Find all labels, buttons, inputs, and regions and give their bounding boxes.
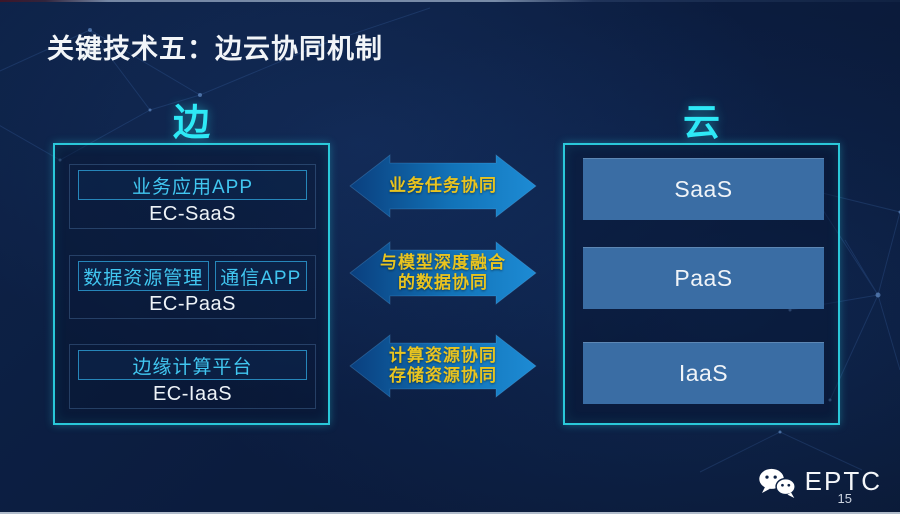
arrow-label: 计算资源协同 xyxy=(389,346,497,365)
cloud-layer-saas: SaaS xyxy=(583,158,824,220)
page-number: 15 xyxy=(837,491,852,506)
edge-group-iaas: 边缘计算平台 EC-IaaS xyxy=(69,344,316,409)
slide-title: 关键技术五：边云协同机制 xyxy=(47,34,383,64)
arrow-label: 的数据协同 xyxy=(398,273,488,292)
edge-layer-label: EC-IaaS xyxy=(152,382,233,405)
edge-app-box: 通信APP xyxy=(214,261,307,291)
double-arrow-icon xyxy=(349,154,537,218)
top-edge-divider xyxy=(0,0,900,2)
arrow-business-task: 业务任务协同 xyxy=(348,152,538,220)
cloud-panel: SaaS PaaS IaaS xyxy=(563,143,840,425)
edge-column-header: 边 xyxy=(173,102,210,143)
double-arrow-icon xyxy=(349,241,537,305)
footer-logo: EPTC xyxy=(757,466,882,500)
wechat-icon xyxy=(758,468,796,498)
edge-layer-label: EC-PaaS xyxy=(149,293,236,315)
cloud-layer-iaas: IaaS xyxy=(583,342,824,404)
edge-group-saas: 业务应用APP EC-SaaS xyxy=(69,164,316,229)
arrow-label: 存储资源协同 xyxy=(389,366,497,385)
arrow-label: 与模型深度融合 xyxy=(380,253,506,272)
brand-text: EPTC xyxy=(804,466,882,496)
cloud-layer-paas: PaaS xyxy=(583,247,824,309)
arrow-resource-collaboration: 计算资源协同 存储资源协同 xyxy=(348,332,538,400)
edge-layer-label: EC-SaaS xyxy=(149,202,236,225)
arrow-label: 业务任务协同 xyxy=(389,176,497,195)
double-arrow-icon xyxy=(349,334,537,398)
bottom-edge-divider xyxy=(0,512,900,514)
edge-app-box: 数据资源管理 xyxy=(78,261,209,291)
cloud-column-header: 云 xyxy=(683,102,720,143)
edge-app-box: 边缘计算平台 xyxy=(78,350,307,380)
edge-app-box: 业务应用APP xyxy=(78,170,307,200)
edge-panel: 业务应用APP EC-SaaS 数据资源管理 通信APP EC-PaaS 边缘计… xyxy=(53,143,330,425)
edge-group-paas: 数据资源管理 通信APP EC-PaaS xyxy=(69,255,316,319)
arrow-data-collaboration: 与模型深度融合 的数据协同 xyxy=(348,239,538,307)
